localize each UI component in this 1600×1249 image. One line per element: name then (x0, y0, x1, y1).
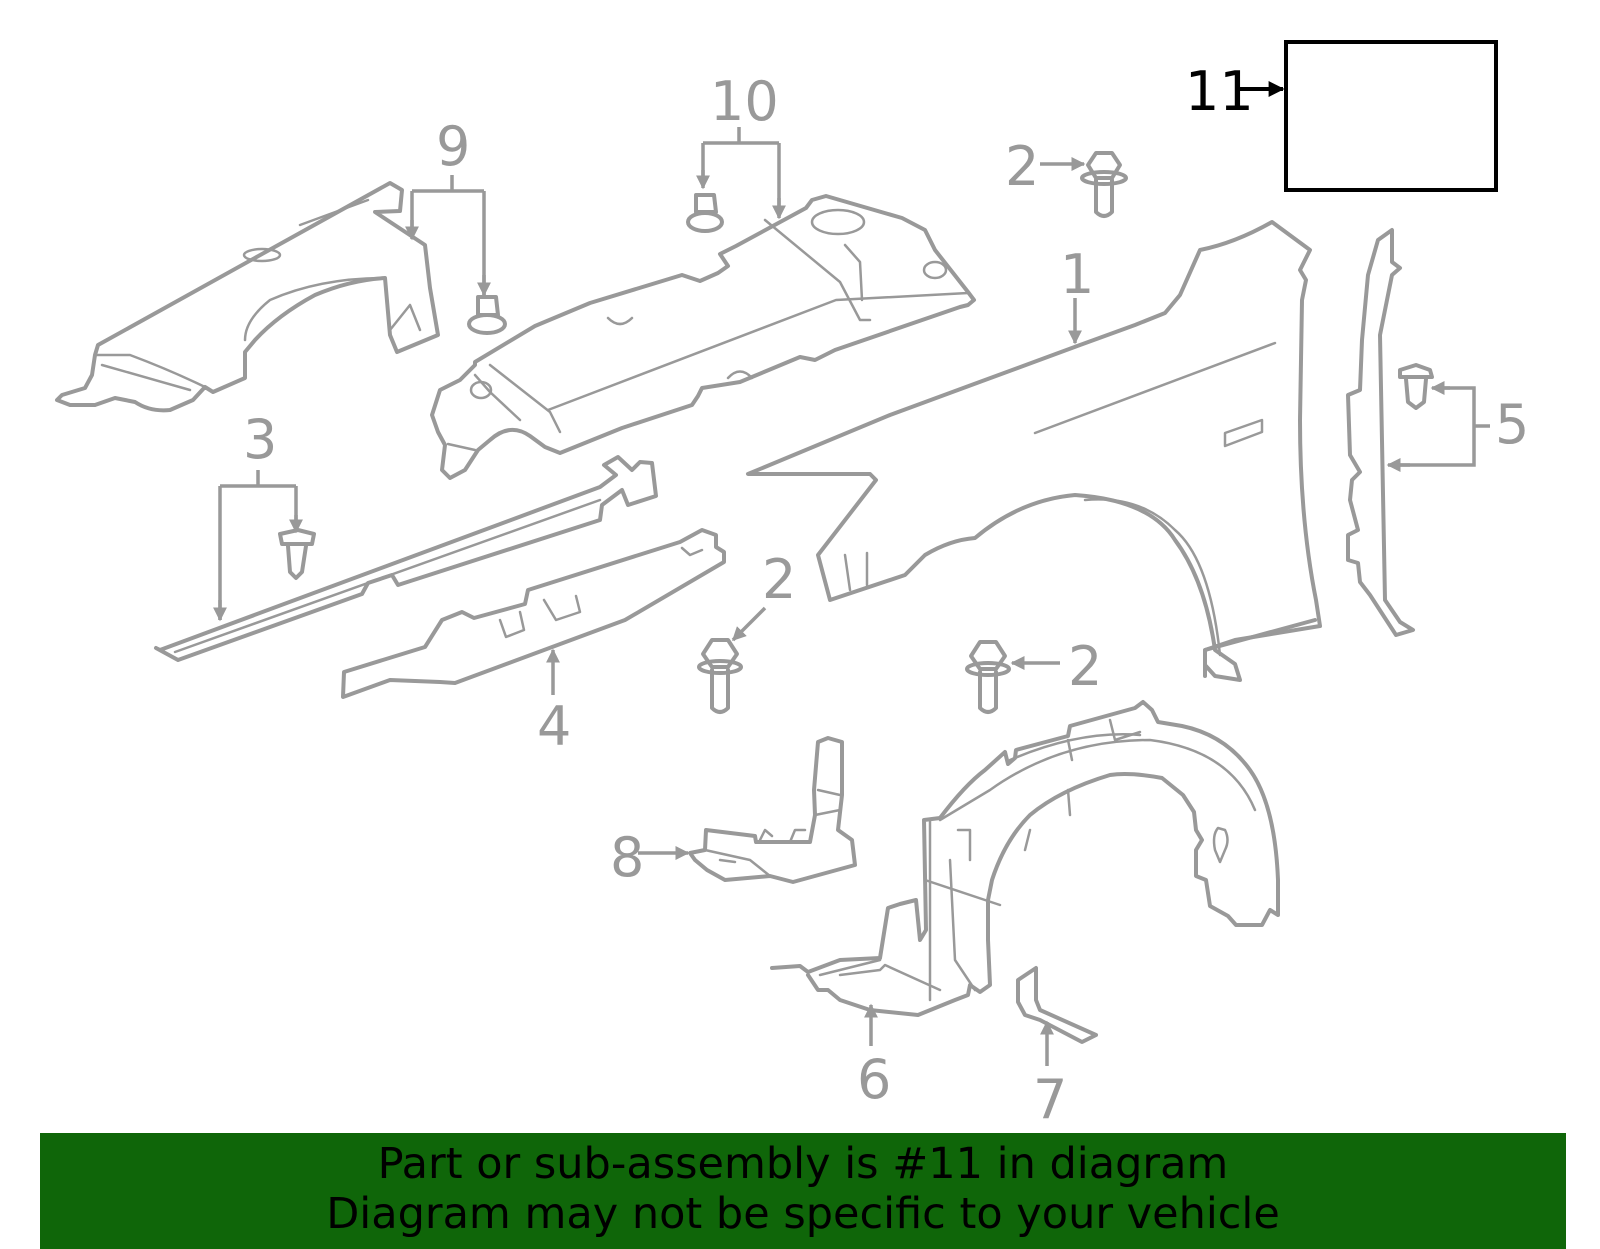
part-3-sill-trim[interactable] (154, 455, 658, 662)
callout-2a-label[interactable]: 2 (1005, 135, 1039, 198)
part-7-bracket[interactable] (1016, 966, 1098, 1044)
callout-3-bracket (218, 470, 298, 620)
callout-11-label[interactable]: 11 (1185, 60, 1254, 123)
callout-3-label[interactable]: 3 (243, 408, 277, 471)
part-4-insulator[interactable] (341, 528, 726, 699)
part-1-fender[interactable] (746, 220, 1322, 682)
part-11-box[interactable] (1284, 40, 1498, 192)
callout-7-label[interactable]: 7 (1033, 1068, 1067, 1130)
callout-1-label[interactable]: 1 (1060, 243, 1094, 306)
banner-line-2: Diagram may not be specific to your vehi… (326, 1189, 1280, 1239)
callout-6-label[interactable]: 6 (857, 1048, 891, 1111)
callout-8-label[interactable]: 8 (610, 826, 644, 889)
part-2-bolt-top[interactable] (1080, 151, 1128, 218)
parts-diagram: 11 1 2 2 2 3 (55, 40, 1529, 1130)
callout-5-label[interactable]: 5 (1495, 393, 1529, 456)
part-10-clip[interactable] (686, 193, 724, 233)
callout-2b-label[interactable]: 2 (762, 548, 796, 611)
part-5-seal[interactable] (1346, 228, 1415, 637)
info-banner: Part or sub-assembly is #11 in diagram D… (40, 1133, 1566, 1249)
part-9-wheelhouse-panel[interactable] (55, 181, 440, 413)
callout-2c-label[interactable]: 2 (1068, 635, 1102, 698)
callout-10-label[interactable]: 10 (710, 70, 779, 133)
part-8-bracket[interactable] (688, 736, 857, 884)
part-5-clip[interactable] (1398, 363, 1434, 410)
callout-4-label[interactable]: 4 (537, 695, 571, 758)
part-2-bolt-lower[interactable] (965, 640, 1011, 714)
part-3-clip[interactable] (278, 528, 316, 580)
callout-9-bracket (410, 175, 486, 295)
callout-5-bracket (1390, 386, 1490, 467)
callout-9-label[interactable]: 9 (436, 115, 470, 178)
callout-10-bracket (701, 127, 781, 216)
part-9-clip[interactable] (467, 295, 507, 335)
part-10-splash-shield[interactable] (430, 194, 976, 480)
part-6-fender-liner[interactable] (770, 700, 1280, 1017)
callout-2b-leader (731, 606, 767, 642)
part-2-bolt-middle[interactable] (697, 638, 743, 714)
banner-line-1: Part or sub-assembly is #11 in diagram (377, 1139, 1229, 1189)
